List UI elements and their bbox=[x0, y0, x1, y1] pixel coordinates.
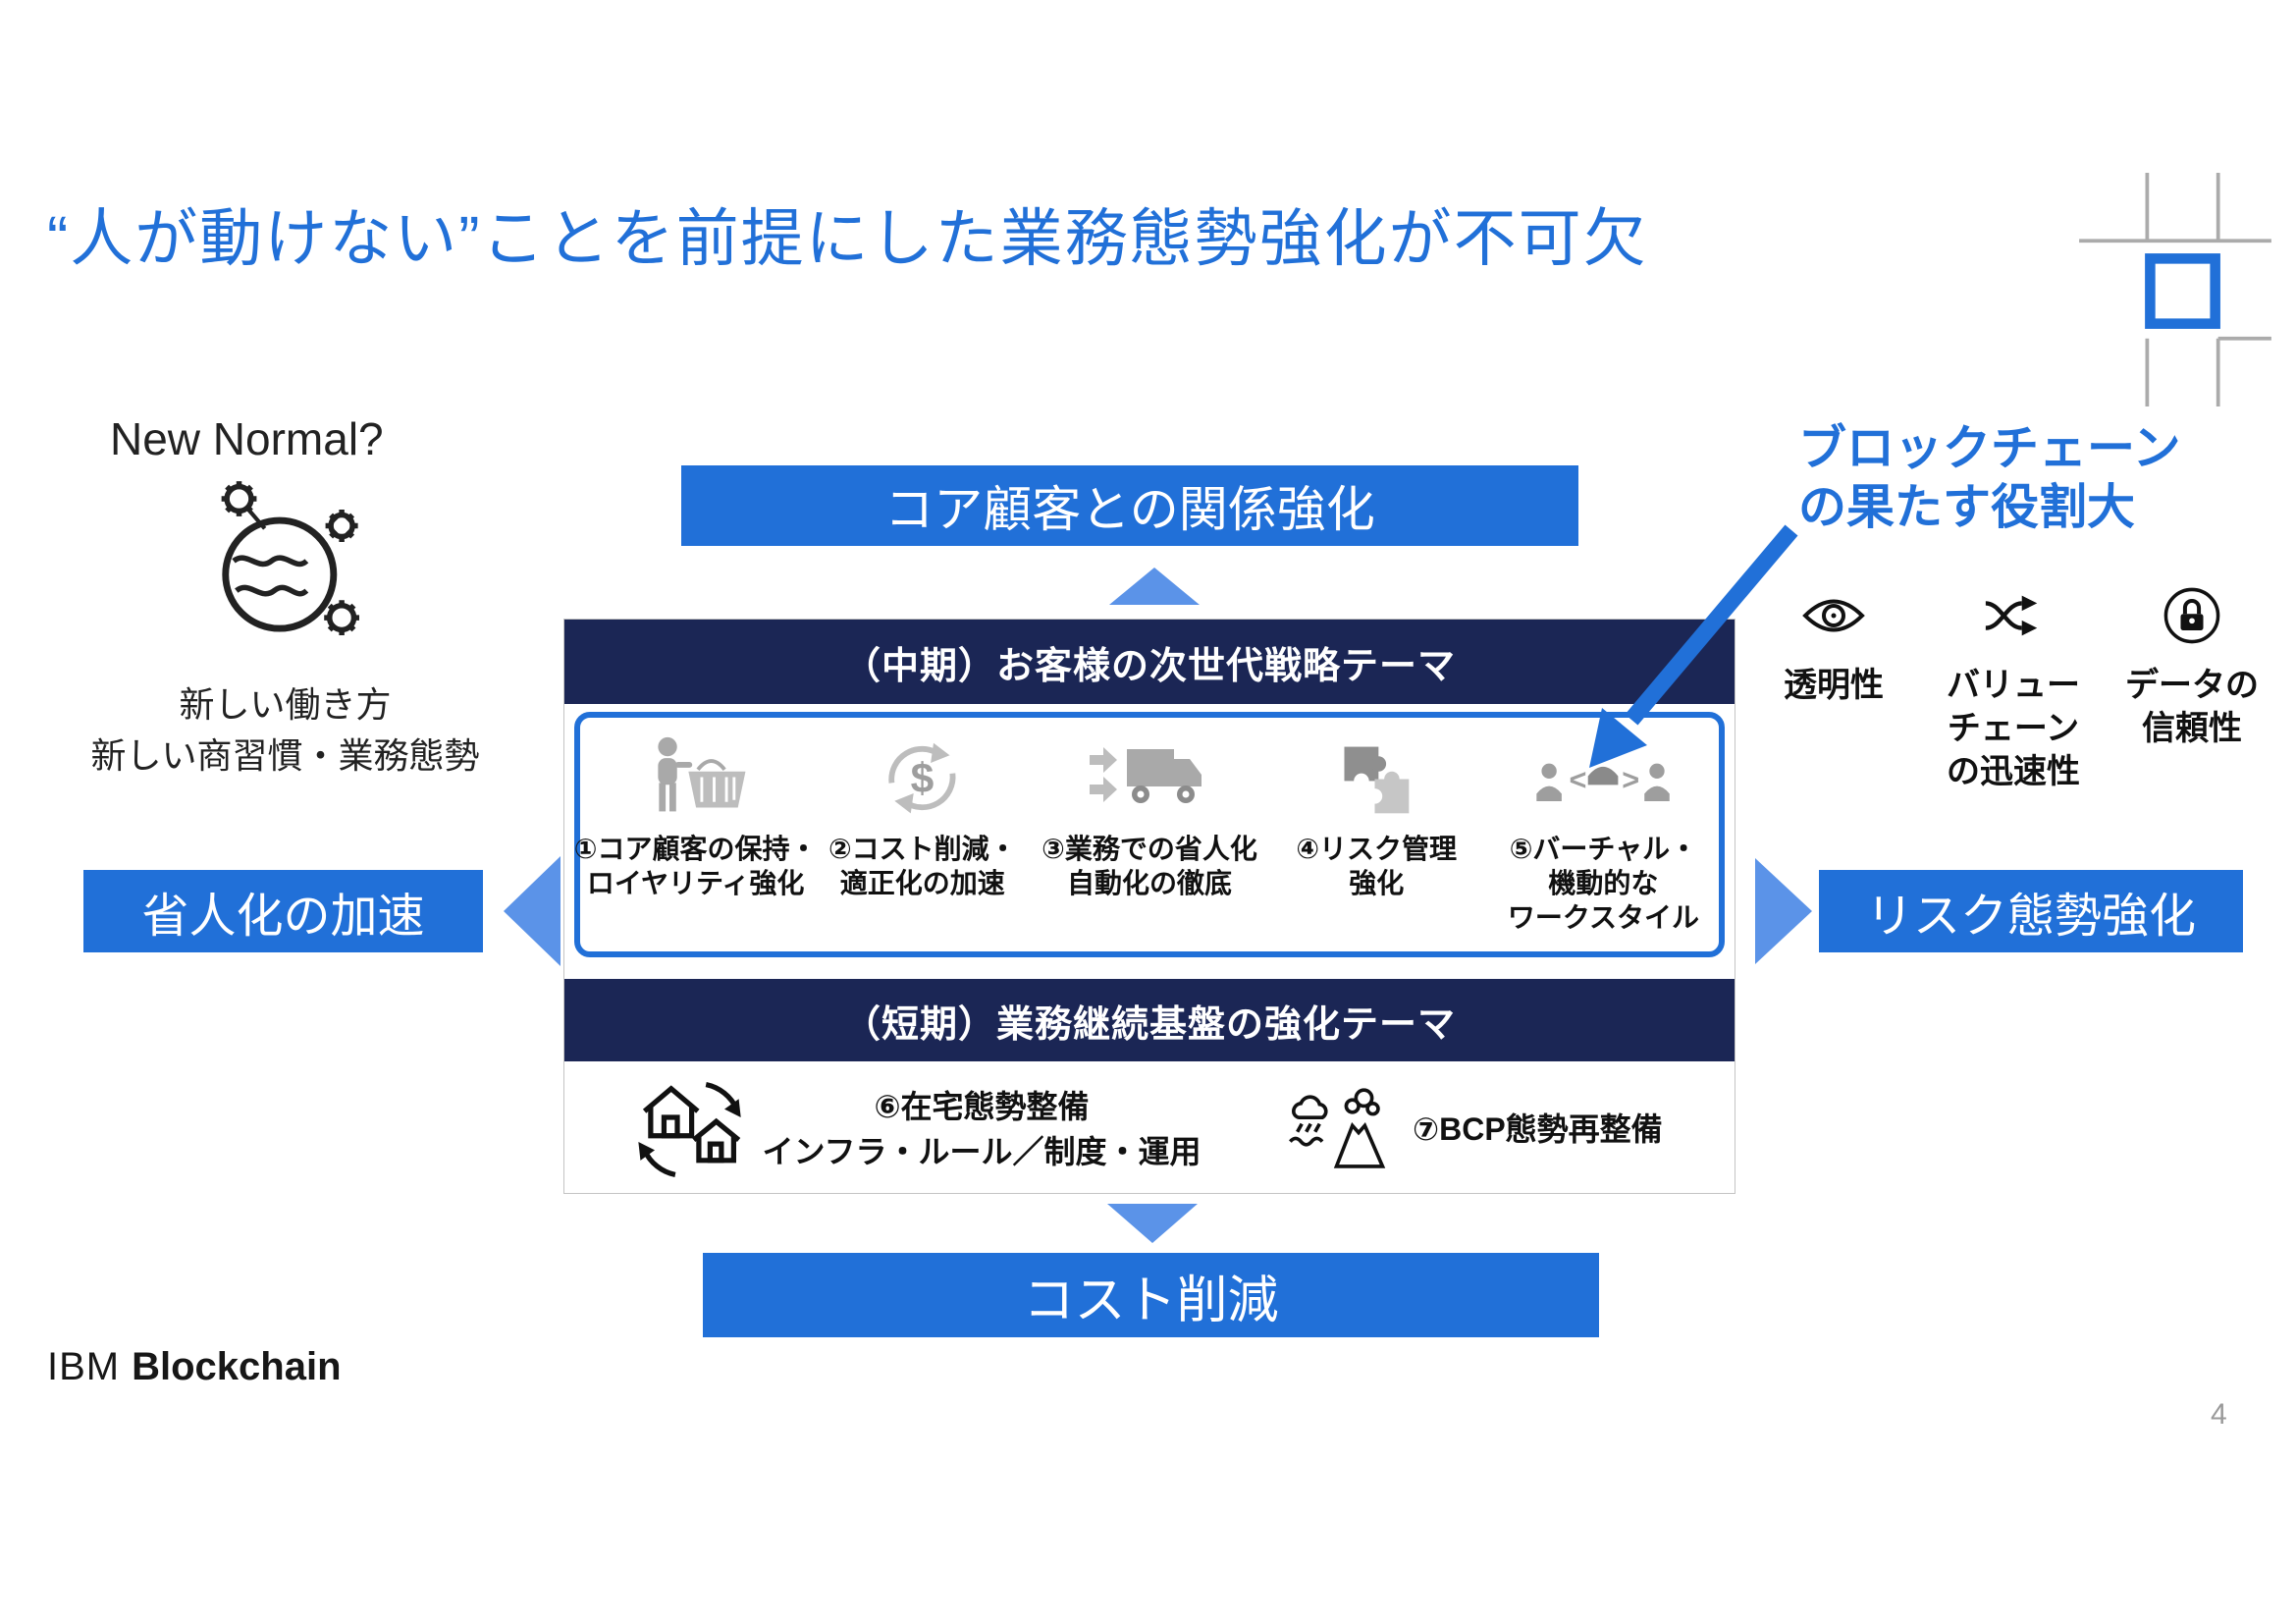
strategy-item-label: ④リスク管理 強化 bbox=[1296, 834, 1458, 898]
left-banner-laborsaving: 省人化の加速 bbox=[83, 870, 483, 952]
bottom-banner-cost: コスト削減 bbox=[703, 1253, 1599, 1337]
strategy-item-label: ⑤バーチャル・ 機動的な ワークスタイル bbox=[1507, 834, 1699, 933]
feature-label: データの 信頼性 bbox=[2125, 667, 2259, 748]
cost-cycle-icon: $ bbox=[888, 742, 956, 814]
home-readiness-label: ⑥在宅態勢整備 インフラ・ルール／制度・運用 bbox=[762, 1088, 1201, 1169]
top-banner-core-customers: コア顧客との関係強化 bbox=[681, 465, 1578, 546]
strategy-item-2: $ ②コスト削減・ 適正化の加速 bbox=[809, 722, 1036, 947]
grid-marker-icon bbox=[2079, 173, 2271, 406]
arrow-down-triangle bbox=[1107, 1204, 1198, 1243]
short-term-items: ⑥在宅態勢整備 インフラ・ルール／制度・運用 ⑦BCP態勢再整備 bbox=[564, 1063, 1735, 1195]
feature-data-trust: データの 信頼性 bbox=[2110, 587, 2273, 750]
blockchain-arrow bbox=[1589, 524, 1798, 768]
feature-label: 透明性 bbox=[1784, 667, 1884, 704]
strategy-item-label: ③業務での省人化 自動化の徹底 bbox=[1041, 834, 1257, 898]
feature-label: バリュー チェーン の迅速性 bbox=[1947, 667, 2080, 791]
strategy-item-label: ②コスト削減・ 適正化の加速 bbox=[828, 834, 1017, 898]
globe-gears-icon bbox=[221, 481, 359, 635]
arrow-left-triangle bbox=[504, 856, 561, 966]
strategy-item-label: ①コア顧客の保持・ ロイヤリティ強化 bbox=[573, 834, 818, 898]
new-normal-heading: New Normal? bbox=[110, 413, 384, 464]
arrow-up-triangle bbox=[1109, 568, 1200, 605]
mid-term-header: （中期）お客様の次世代戦略テーマ bbox=[564, 620, 1735, 704]
strategy-item-3: ③業務での省人化 自動化の徹底 bbox=[1036, 722, 1262, 947]
home-infrastructure-icon bbox=[638, 1082, 741, 1177]
svg-text:>: > bbox=[1623, 763, 1640, 796]
short-term-header: （短期）業務継続基盤の強化テーマ bbox=[564, 979, 1735, 1061]
page-number: 4 bbox=[2211, 1398, 2227, 1431]
right-banner-risk: リスク態勢強化 bbox=[1819, 870, 2243, 952]
strategy-item-5: < > ⑤バーチャル・ 機動的な ワークスタイル bbox=[1490, 722, 1717, 947]
strategy-item-1: ①コア顧客の保持・ ロイヤリティ強化 bbox=[574, 722, 817, 947]
feature-valuechain-speed: バリュー チェーン の迅速性 bbox=[1930, 587, 2097, 794]
lock-icon bbox=[2163, 587, 2220, 644]
svg-text:<: < bbox=[1570, 763, 1587, 796]
page-title: “人が動けない”ことを前提にした業務態勢強化が不可欠 bbox=[47, 203, 1648, 274]
bcp-readiness-label: ⑦BCP態勢再整備 bbox=[1413, 1110, 1663, 1147]
strategy-panel: （中期）お客様の次世代戦略テーマ ①コア顧客の保持・ ロイヤリティ強化 bbox=[563, 619, 1735, 1194]
risk-puzzle-icon bbox=[1344, 746, 1410, 814]
delivery-truck-icon bbox=[1090, 747, 1201, 803]
customer-basket-icon bbox=[657, 736, 745, 812]
blockchain-callout: ブロックチェーン の果たす役割大 bbox=[1798, 422, 2181, 534]
svg-text:$: $ bbox=[911, 755, 934, 802]
brand-ibm: IBM bbox=[47, 1345, 121, 1388]
arrow-right-triangle bbox=[1755, 858, 1812, 964]
feature-transparency: 透明性 bbox=[1765, 587, 1902, 707]
shuffle-icon bbox=[1985, 595, 2038, 636]
strategy-item-4: ④リスク管理 強化 bbox=[1263, 722, 1490, 947]
mid-term-items: ①コア顧客の保持・ ロイヤリティ強化 $ ②コスト削減・ 適正化の加速 bbox=[574, 712, 1725, 957]
brand-footer: IBM Blockchain bbox=[47, 1345, 342, 1389]
brand-product: Blockchain bbox=[132, 1345, 342, 1388]
disaster-bcp-icon bbox=[1289, 1088, 1386, 1168]
virtual-workstyle-icon: < > bbox=[1536, 740, 1671, 801]
new-normal-description: 新しい働き方 新しい商習慣・業務態勢 bbox=[90, 684, 480, 777]
eye-icon bbox=[1802, 599, 1865, 632]
